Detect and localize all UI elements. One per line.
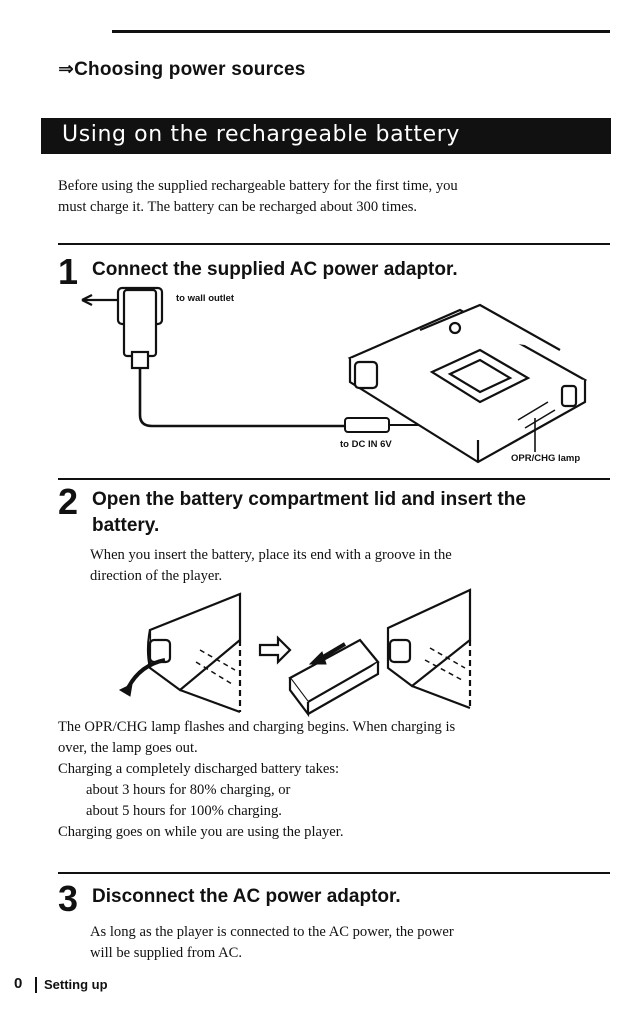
md-player [347,303,588,464]
charging-line: about 5 hours for 100% charging. [86,803,282,819]
open-lid-arrow [126,658,166,689]
step2-description: When you insert the battery, place its e… [90,545,452,587]
label-dc-in: to DC IN 6V [340,439,392,450]
charging-line: over, the lamp goes out. [58,740,198,756]
step3-rule [58,872,610,874]
step2-number: 2 [58,481,79,522]
adaptor-cable [138,368,345,428]
ac-adaptor [81,286,164,370]
charging-line: The OPR/CHG lamp flashes and charging be… [58,719,456,735]
step1-number: 1 [58,251,79,292]
player-compartment [386,588,472,710]
top-rule [112,30,610,33]
step2-title: Open the battery compartment lid and ins… [92,487,526,539]
step2-title-line: battery. [92,515,160,536]
title-bar [41,118,611,154]
label-opr-chg-lamp: OPR/CHG lamp [511,453,581,464]
battery [288,638,380,718]
intro-line: must charge it. The battery can be recha… [58,199,418,215]
label-wall-outlet: to wall outlet [176,293,235,304]
player-open-lid [146,592,242,714]
footer-divider [35,977,37,993]
step3-description: As long as the player is connected to th… [90,922,454,964]
charging-line: Charging goes on while you are using the… [58,824,344,840]
step2-title-line: Open the battery compartment lid and ins… [92,489,526,510]
step1-title: Connect the supplied AC power adaptor. [92,259,458,280]
page-number: 0 [14,975,23,992]
step2-rule [58,478,610,480]
intro-line: Before using the supplied rechargeable b… [58,178,458,194]
footer-section: Setting up [44,977,108,992]
charging-info: The OPR/CHG lamp flashes and charging be… [58,717,455,843]
step1-rule [58,243,610,245]
step3-number: 3 [58,878,79,919]
charging-line: about 3 hours for 80% charging, or [86,782,291,798]
page-title: Using on the rechargeable battery [62,122,461,147]
step3-desc-line: will be supplied from AC. [90,945,243,961]
step3-desc-line: As long as the player is connected to th… [90,924,454,940]
step3-title: Disconnect the AC power adaptor. [92,886,401,907]
section-heading: ⇒Choosing power sources [58,59,306,80]
right-arrow-icon [258,635,292,665]
step2-desc-line: When you insert the battery, place its e… [90,547,452,563]
charging-line: Charging a completely discharged battery… [58,761,340,777]
step2-desc-line: direction of the player. [90,568,223,584]
intro-text: Before using the supplied rechargeable b… [58,176,458,218]
dc-plug [344,417,432,433]
